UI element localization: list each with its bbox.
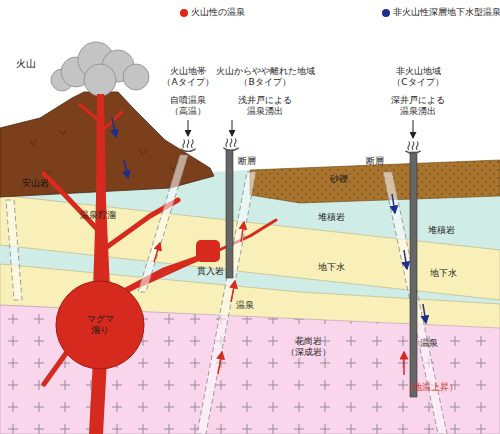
- legend-text: 非火山性深層地下水型温泉: [393, 6, 500, 19]
- fault-label: 断層: [366, 156, 384, 167]
- groundwater-flow-arrows: [112, 118, 426, 323]
- layer-label: 安山岩: [22, 178, 49, 189]
- pointer-arrows: [188, 120, 413, 138]
- fault-label: 断層: [238, 156, 256, 167]
- magma-chamber: マグマ 溜り: [55, 280, 145, 370]
- layer-label: 花崗岩 （深成岩）: [280, 336, 336, 359]
- note-label: （地温上昇）: [404, 382, 458, 393]
- legend-swatch: [180, 9, 188, 17]
- type-label: 非火山地域 （Cタイプ）: [386, 66, 450, 89]
- legend-item: 非火山性深層地下水型温泉: [382, 6, 500, 19]
- layer-label: 砂礫: [330, 174, 348, 185]
- type-label: 火山からやや離れた地域 （Bタイプ）: [213, 66, 317, 89]
- node-text: マグマ 溜り: [80, 314, 120, 337]
- volcano-label: 火山: [16, 58, 36, 71]
- hot-spring-label: 温泉: [420, 338, 438, 349]
- volcano-body: [0, 92, 214, 197]
- hot-spring-symbol: [180, 140, 195, 152]
- type-note: 深井戸による 温泉湧出: [388, 95, 448, 118]
- chamber-shape: [56, 281, 144, 369]
- hot-spring-symbol: [223, 139, 238, 151]
- legend-text: 火山性の温泉: [191, 6, 245, 19]
- volcanic-flow-arrows: [154, 222, 404, 375]
- layer-label: 堆積岩: [318, 212, 345, 223]
- shallow-well: [226, 150, 233, 278]
- deep-well: [410, 152, 417, 397]
- type-note: 浅井戸による 温泉湧出: [235, 95, 295, 118]
- layer-label: 堆積岩: [428, 225, 455, 236]
- hot-spring-label: 温泉: [236, 300, 254, 311]
- layer-label: 地下水: [318, 262, 345, 273]
- eruption-cloud: [51, 42, 149, 96]
- type-label: 火山地帯 （Aタイプ）: [156, 66, 220, 89]
- intrusive-rock: [196, 240, 220, 262]
- layer-label: 温泉貯溜: [80, 210, 116, 221]
- layer-label: 地下水: [430, 268, 457, 279]
- type-note: 自噴温泉 （高温）: [163, 95, 213, 118]
- layer-label: 貫入岩: [197, 266, 224, 277]
- legend-swatch: [382, 9, 390, 17]
- hot-spring-symbol: [405, 142, 420, 154]
- gravel-texture: [250, 160, 500, 203]
- gravel-layer: [250, 160, 500, 203]
- legend-item: 火山性の温泉: [180, 6, 245, 19]
- magma-dikes: [44, 94, 276, 434]
- sedimentary-layer: [0, 160, 500, 434]
